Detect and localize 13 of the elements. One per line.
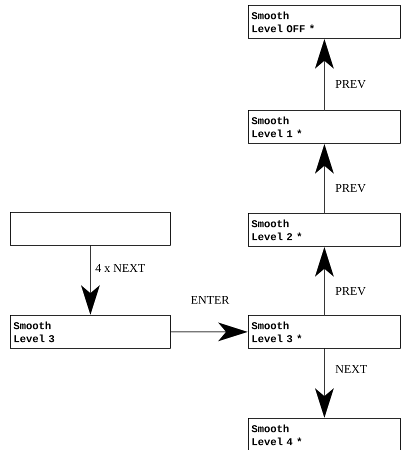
edge-label: PREV xyxy=(334,182,367,194)
menu-display-box: Smooth Level 2 * xyxy=(248,213,401,247)
edge-label: 4 x NEXT xyxy=(94,263,146,273)
menu-display-box: Smooth Level OFF * xyxy=(248,5,401,39)
menu-display-box: Smooth Level 3 * xyxy=(248,315,401,349)
edge-label: PREV xyxy=(334,286,367,296)
menu-display-box: Smooth Level 3 xyxy=(10,315,171,349)
edge-label: PREV xyxy=(334,78,367,90)
edge-label: ENTER xyxy=(190,294,230,305)
menu-display-box xyxy=(10,212,171,246)
menu-display-box: Smooth Level 1 * xyxy=(248,110,401,144)
edge-label: NEXT xyxy=(334,364,368,374)
menu-display-box: Smooth Level 4 * xyxy=(248,418,401,450)
